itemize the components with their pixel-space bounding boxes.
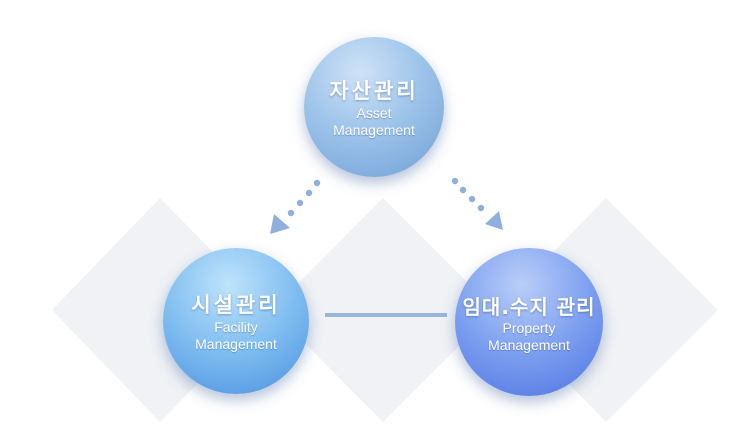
node-asset-kr-label: 자산관리 (329, 79, 419, 103)
node-asset-management: 자산관리 Asset Management (304, 37, 444, 177)
node-property-kr-label: 임대.수지 관리 (462, 294, 596, 319)
arrow-asset-to-facility (270, 179, 321, 234)
node-property-en-label-2: Management (488, 336, 570, 353)
node-asset-en-label-2: Management (333, 122, 415, 138)
arrow-asset-to-property (451, 177, 503, 230)
node-facility-management: 시설관리 Facility Management (163, 248, 309, 394)
diamond-left (52, 198, 270, 422)
node-facility-en-label-1: Facility (214, 319, 258, 335)
node-asset-en-label-1: Asset (356, 105, 392, 121)
node-facility-kr-label: 시설관리 (191, 293, 281, 317)
node-property-en-label-1: Property (502, 319, 556, 336)
connector-line (325, 313, 447, 317)
diamond-center (272, 198, 495, 422)
node-property-management: 임대.수지 관리 Property Management (455, 248, 603, 396)
node-facility-en-label-2: Management (195, 336, 277, 352)
